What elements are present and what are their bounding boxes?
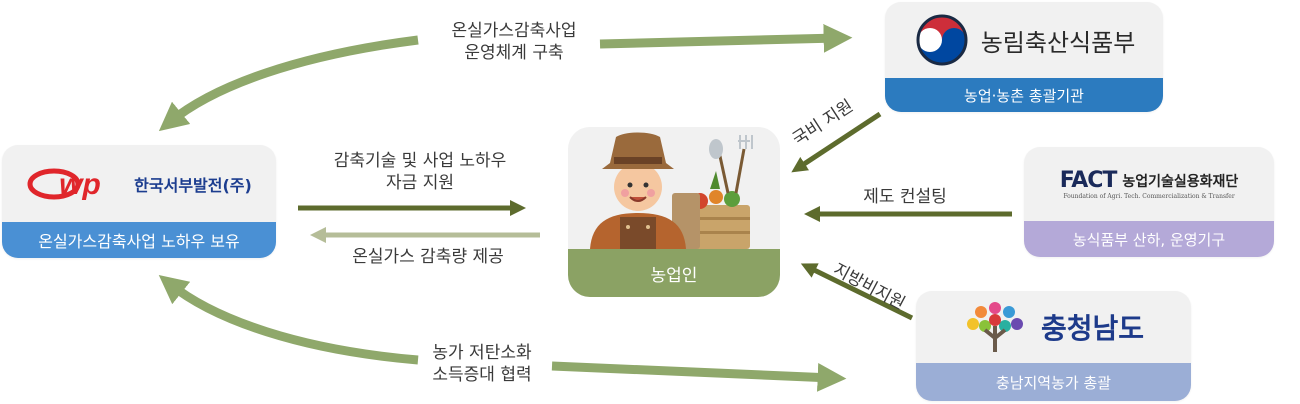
label-bottom: 농가 저탄소화 소득증대 협력 — [432, 343, 532, 385]
kowepo-logo: wp 한국서부발전(주) — [2, 145, 276, 223]
chungnam-role: 충남지역농가 총괄 — [916, 363, 1191, 401]
basket-icon — [688, 205, 750, 249]
arrow-to-chungnam — [551, 361, 847, 392]
fact-logo-text: FACT — [1059, 168, 1118, 193]
kowepo-role: 온실가스감축사업 노하우 보유 — [2, 222, 276, 258]
fact-name: 농업기술실용화재단 — [1122, 173, 1239, 190]
arrow-to-ministry — [599, 23, 853, 53]
farmer-card: 농업인 — [568, 127, 780, 297]
fact-card: FACT 농업기술실용화재단 Foundation of Agri. Tech.… — [1024, 147, 1274, 257]
arrow-ministry-to-farmer — [791, 111, 882, 173]
taegeuk-emblem-icon — [916, 14, 968, 66]
ministry-logo: 농림축산식품부 — [885, 2, 1163, 78]
ministry-role: 농업·농촌 총괄기관 — [885, 78, 1163, 112]
label-to-ministry: 온실가스감축사업 운영체계 구축 — [451, 21, 577, 63]
label-from-farmer: 온실가스 감축량 제공 — [352, 247, 504, 267]
fact-role: 농식품부 산하, 운영기구 — [1024, 221, 1274, 257]
farmer-illustration — [590, 132, 753, 249]
tree-emblem-icon — [966, 302, 1023, 352]
fact-subtitle: Foundation of Agri. Tech. Commercializat… — [1063, 193, 1235, 200]
label-consulting: 제도 컨설팅 — [863, 187, 947, 207]
chungnam-card: 충청남도 충남지역농가 총괄 — [916, 291, 1191, 401]
arrow-to-kowepo-bottom — [158, 275, 419, 365]
kowepo-card: wp 한국서부발전(주) 온실가스감축사업 노하우 보유 — [2, 145, 276, 258]
farmer-label: 농업인 — [568, 249, 780, 297]
chungnam-name: 충청남도 — [1040, 312, 1145, 345]
label-to-farmer: 감축기술 및 사업 노하우 자금 지원 — [333, 151, 507, 193]
ministry-card: 농림축산식품부 농업·농촌 총괄기관 — [885, 2, 1163, 112]
arrow-chungnam-to-farmer — [800, 263, 914, 321]
svg-text:wp: wp — [59, 168, 101, 201]
arrow-to-kowepo-top — [158, 35, 419, 132]
ministry-name: 농림축산식품부 — [980, 28, 1136, 57]
farmer-face — [614, 163, 662, 211]
chungnam-logo: 충청남도 — [916, 291, 1191, 363]
kowepo-name: 한국서부발전(주) — [134, 176, 252, 195]
kowepo-emblem-icon: wp — [27, 168, 101, 201]
fact-logo: FACT 농업기술실용화재단 Foundation of Agri. Tech.… — [1024, 147, 1274, 221]
